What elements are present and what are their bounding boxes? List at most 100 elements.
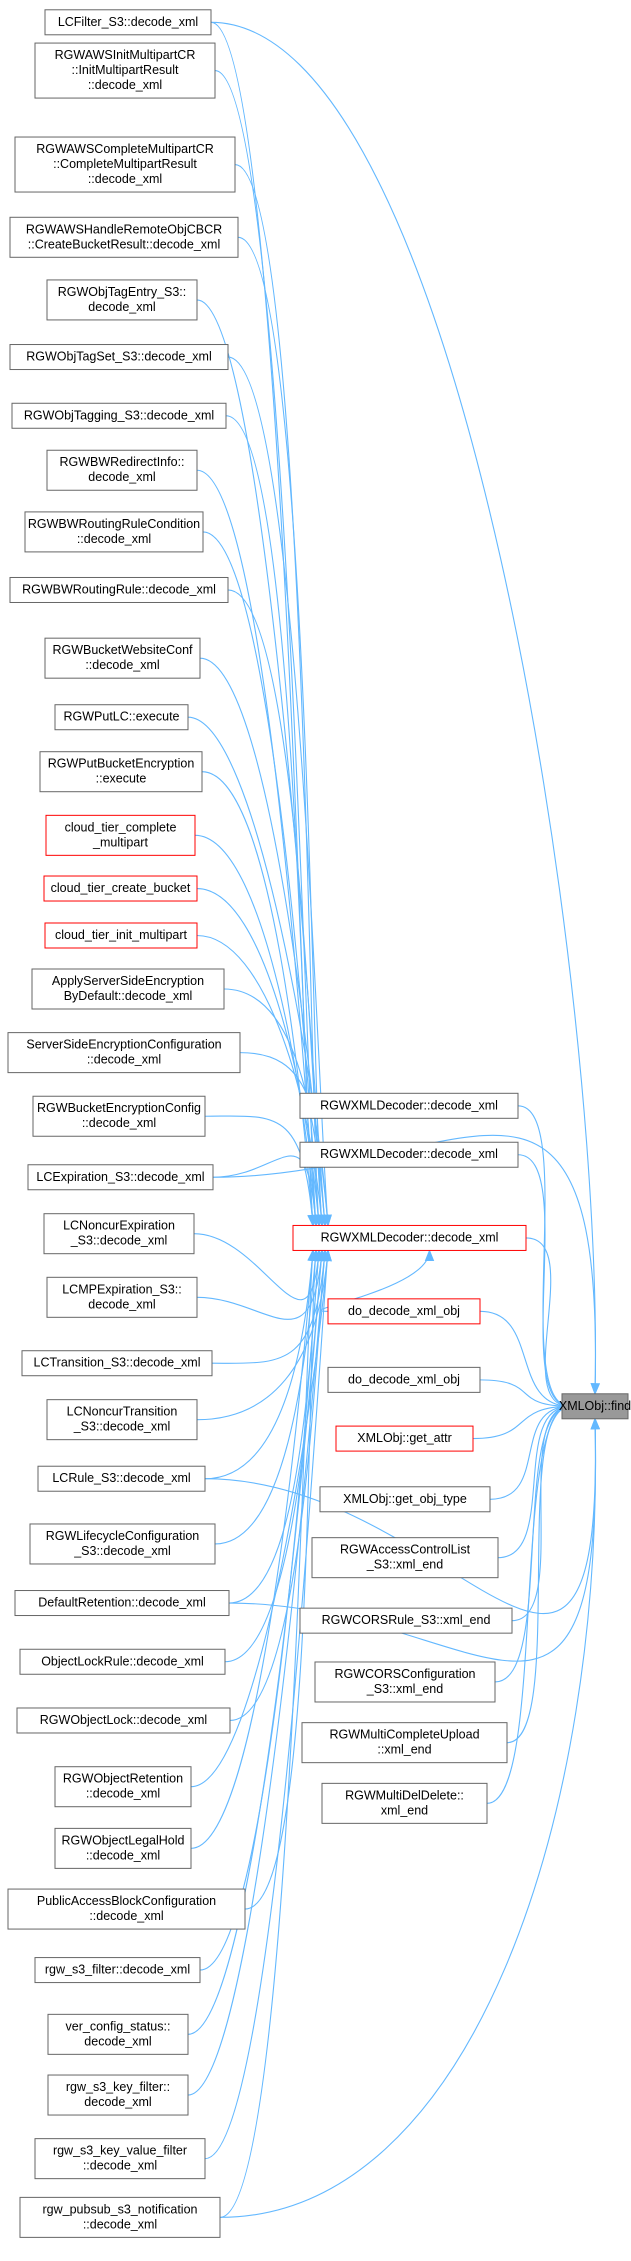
node-m4[interactable]: do_decode_xml_obj: [327, 1366, 481, 1393]
node-l27[interactable]: DefaultRetention::decode_xml: [14, 1590, 230, 1617]
node-m8[interactable]: RGWCORSRule_S3::xml_end: [299, 1607, 513, 1634]
node-label: _S3::decode_xml: [70, 1234, 168, 1248]
node-l6[interactable]: RGWObjTagSet_S3::decode_xml: [9, 344, 229, 371]
node-box: [21, 1350, 213, 1377]
node-label: ::decode_xml: [83, 2159, 157, 2173]
node-box: [14, 136, 236, 193]
node-l34[interactable]: ver_config_status::decode_xml: [47, 2013, 189, 2055]
node-l1[interactable]: LCFilter_S3::decode_xml: [44, 9, 212, 36]
node-box: [46, 1276, 198, 1318]
node-label: rgw_s3_key_value_filter: [53, 2144, 187, 2158]
node-l32[interactable]: PublicAccessBlockConfiguration::decode_x…: [7, 1888, 246, 1930]
node-l16[interactable]: cloud_tier_init_multipart: [44, 922, 198, 949]
node-box: [54, 1827, 192, 1869]
node-m6[interactable]: XMLObj::get_obj_type: [319, 1486, 491, 1513]
node-l31[interactable]: RGWObjectLegalHold::decode_xml: [54, 1827, 192, 1869]
edge-arrow: [204, 1249, 332, 2160]
edge-arrow: [479, 1310, 572, 1412]
node-l35[interactable]: rgw_s3_key_filter::decode_xml: [47, 2074, 189, 2116]
node-label: ::decode_xml: [85, 658, 159, 672]
node-l20[interactable]: LCExpiration_S3::decode_xml: [27, 1164, 214, 1191]
node-box: [44, 637, 201, 679]
node-label: RGWObjectRetention: [63, 1772, 183, 1786]
edge-arrow: [212, 1134, 600, 1396]
node-box: [39, 751, 203, 793]
node-label: ::decode_xml: [88, 172, 162, 186]
node-box: [31, 968, 225, 1010]
node-box: [311, 1537, 499, 1579]
node-box: [47, 2074, 189, 2116]
edge-arrow: [219, 1249, 317, 2218]
node-l26[interactable]: RGWLifecycleConfiguration_S3::decode_xml: [29, 1523, 216, 1565]
node-l13[interactable]: RGWPutBucketEncryption::execute: [39, 751, 203, 793]
node-label: XMLObj::get_attr: [357, 1431, 452, 1445]
node-l11[interactable]: RGWBucketWebsiteConf::decode_xml: [44, 637, 201, 679]
node-l24[interactable]: LCNoncurTransition_S3::decode_xml: [46, 1399, 198, 1441]
node-box: [46, 279, 198, 321]
node-label: RGWObjTagSet_S3::decode_xml: [26, 350, 212, 364]
node-l4[interactable]: RGWAWSHandleRemoteObjCBCR::CreateBucketR…: [9, 216, 239, 258]
node-label: RGWBWRoutingRule::decode_xml: [22, 582, 216, 596]
node-m9[interactable]: RGWCORSConfiguration_S3::xml_end: [314, 1661, 496, 1703]
node-l17[interactable]: ApplyServerSideEncryptionByDefault::deco…: [31, 968, 225, 1010]
node-label: DefaultRetention::decode_xml: [38, 1596, 205, 1610]
node-l5[interactable]: RGWObjTagEntry_S3::decode_xml: [46, 279, 198, 321]
node-label: LCNoncurTransition: [67, 1405, 178, 1419]
node-l23[interactable]: LCTransition_S3::decode_xml: [21, 1350, 213, 1377]
node-label: RGWMultiDelDelete::: [345, 1788, 464, 1802]
node-label: _multipart: [92, 835, 148, 849]
node-m7[interactable]: RGWAccessControlList_S3::xml_end: [311, 1537, 499, 1579]
node-m10[interactable]: RGWMultiCompleteUpload::xml_end: [301, 1722, 508, 1764]
node-label: ::CreateBucketResult::decode_xml: [28, 237, 220, 251]
node-label: do_decode_xml_obj: [348, 1372, 460, 1386]
node-label: RGWObjTagEntry_S3::: [58, 285, 187, 299]
node-l3[interactable]: RGWAWSCompleteMultipartCR::CompleteMulti…: [14, 136, 236, 193]
node-label: RGWAccessControlList: [340, 1543, 471, 1557]
node-box: [34, 2138, 206, 2180]
node-label: LCFilter_S3::decode_xml: [58, 15, 198, 29]
node-l37[interactable]: rgw_pubsub_s3_notification::decode_xml: [19, 2196, 221, 2238]
node-l29[interactable]: RGWObjectLock::decode_xml: [16, 1707, 231, 1734]
node-label: ::decode_xml: [87, 1053, 161, 1067]
node-box: [32, 1095, 206, 1137]
node-label: RGWBucketWebsiteConf: [52, 643, 193, 657]
node-l9[interactable]: RGWBWRoutingRuleCondition::decode_xml: [24, 511, 204, 553]
node-l15[interactable]: cloud_tier_create_bucket: [43, 875, 198, 902]
node-box: [7, 1888, 246, 1930]
node-hub[interactable]: RGWXMLDecoder::decode_xml: [292, 1224, 527, 1251]
node-l12[interactable]: RGWPutLC::execute: [54, 704, 189, 731]
node-l28[interactable]: ObjectLockRule::decode_xml: [19, 1648, 226, 1675]
node-l36[interactable]: rgw_s3_key_value_filter::decode_xml: [34, 2138, 206, 2180]
node-label: ::execute: [96, 772, 147, 786]
node-l14[interactable]: cloud_tier_complete_multipart: [45, 814, 196, 856]
node-box: [34, 42, 216, 99]
node-target[interactable]: XMLObj::find: [559, 1393, 631, 1420]
node-label: RGWXMLDecoder::decode_xml: [321, 1230, 499, 1244]
node-m11[interactable]: RGWMultiDelDelete::xml_end: [321, 1782, 488, 1824]
node-l21[interactable]: LCNoncurExpiration_S3::decode_xml: [43, 1213, 195, 1255]
node-m5[interactable]: XMLObj::get_attr: [335, 1425, 474, 1452]
node-box: [561, 1393, 629, 1420]
node-l22[interactable]: LCMPExpiration_S3::decode_xml: [46, 1276, 198, 1318]
node-label: RGWObjTagging_S3::decode_xml: [24, 408, 214, 422]
node-label: ::decode_xml: [77, 532, 151, 546]
node-m3[interactable]: do_decode_xml_obj: [327, 1298, 481, 1325]
node-l30[interactable]: RGWObjectRetention::decode_xml: [54, 1766, 192, 1808]
node-l18[interactable]: ServerSideEncryptionConfiguration::decod…: [7, 1032, 241, 1074]
node-m2[interactable]: RGWXMLDecoder::decode_xml: [299, 1141, 519, 1168]
node-label: rgw_s3_filter::decode_xml: [45, 1963, 190, 1977]
node-l10[interactable]: RGWBWRoutingRule::decode_xml: [9, 576, 229, 603]
node-m1[interactable]: RGWXMLDecoder::decode_xml: [299, 1092, 519, 1119]
node-l7[interactable]: RGWObjTagging_S3::decode_xml: [11, 402, 227, 429]
node-l2[interactable]: RGWAWSInitMultipartCR::InitMultipartResu…: [34, 42, 216, 99]
node-label: XMLObj::find: [559, 1399, 631, 1413]
node-box: [335, 1425, 474, 1452]
edges-layer: [187, 21, 600, 2218]
node-l33[interactable]: rgw_s3_filter::decode_xml: [34, 1957, 201, 1984]
node-l19[interactable]: RGWBucketEncryptionConfig::decode_xml: [32, 1095, 206, 1137]
node-l8[interactable]: RGWBWRedirectInfo::decode_xml: [46, 449, 198, 491]
node-box: [14, 1590, 230, 1617]
node-l25[interactable]: LCRule_S3::decode_xml: [37, 1465, 206, 1492]
nodes-layer: XMLObj::findRGWXMLDecoder::decode_xmlRGW…: [7, 9, 631, 2238]
node-label: ver_config_status::: [66, 2019, 171, 2033]
